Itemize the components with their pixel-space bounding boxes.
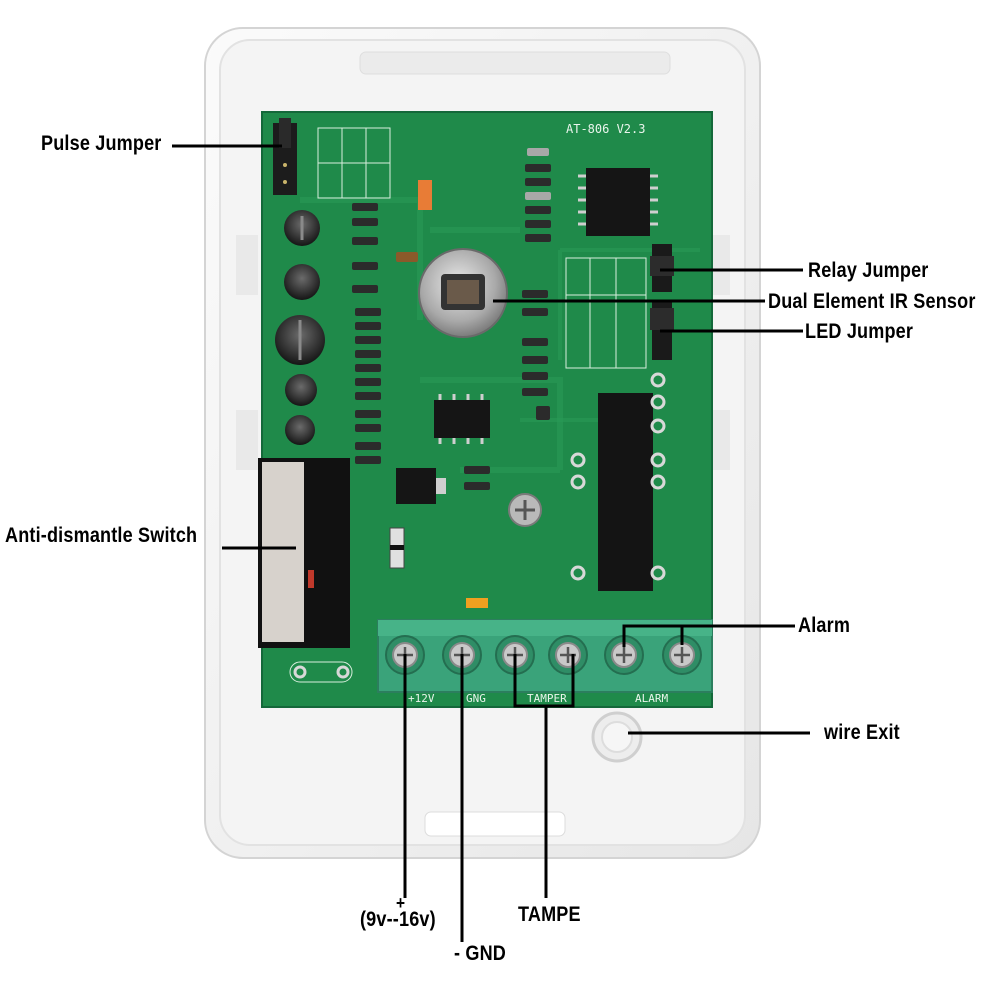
- wire-exit-hole: [591, 711, 643, 763]
- relay-jumper: [650, 244, 674, 292]
- smd-component-column-mid: [464, 290, 550, 490]
- relay-rly1: [598, 393, 653, 591]
- label-anti-dismantle-switch: Anti-dismantle Switch: [5, 524, 198, 547]
- z1-pads: [289, 661, 353, 683]
- ic-u4: [578, 168, 658, 236]
- label-alarm: Alarm: [798, 614, 851, 637]
- smd-component-column-left: [352, 203, 418, 464]
- terminal-label-gng: GNG: [466, 692, 486, 705]
- terminal-label-12v: +12V: [408, 692, 435, 705]
- label-tampe: TAMPE: [518, 903, 581, 926]
- smd-component-column-top: [525, 148, 551, 242]
- terminal-label-alarm: ALARM: [635, 692, 668, 705]
- label-pulse-jumper: Pulse Jumper: [41, 132, 162, 155]
- ic-u5: [434, 394, 490, 444]
- label-ir-sensor: Dual Element IR Sensor: [768, 290, 976, 313]
- label-power-voltage: (9v--16v): [360, 908, 436, 931]
- label-wire-exit: wire Exit: [824, 721, 900, 744]
- label-relay-jumper: Relay Jumper: [808, 259, 929, 282]
- terminal-block: [377, 619, 713, 693]
- diode-d2-band: [390, 545, 404, 550]
- label-gnd: - GND: [454, 942, 507, 965]
- led1: [466, 598, 488, 608]
- relay-pads: [570, 372, 666, 581]
- label-led-jumper: LED Jumper: [805, 320, 914, 343]
- terminal-labels: +12V GNG TAMPER ALARM: [408, 692, 668, 705]
- anti-dismantle-switch: [258, 458, 350, 648]
- pulse-silkscreen-block: [317, 127, 391, 199]
- regulator-u6: [396, 468, 446, 504]
- electrolytic-capacitors: [275, 210, 325, 445]
- leader-lines: [172, 144, 810, 942]
- pulse-jumper: [273, 118, 297, 195]
- dual-element-ir-sensor: [418, 248, 508, 338]
- diode-d1: [418, 180, 432, 210]
- board-model-text: AT-806 V2.3: [566, 122, 645, 136]
- mounting-screw: [508, 493, 542, 527]
- leader-alarm-a: [622, 624, 795, 647]
- terminal-screw: [604, 635, 644, 675]
- terminal-label-tamper: TAMPER: [527, 692, 567, 705]
- relay-silkscreen-block: [565, 257, 647, 369]
- leader-tamper-a: [513, 654, 575, 708]
- label-power-plus: +: [396, 893, 406, 913]
- terminal-screw: [548, 635, 588, 675]
